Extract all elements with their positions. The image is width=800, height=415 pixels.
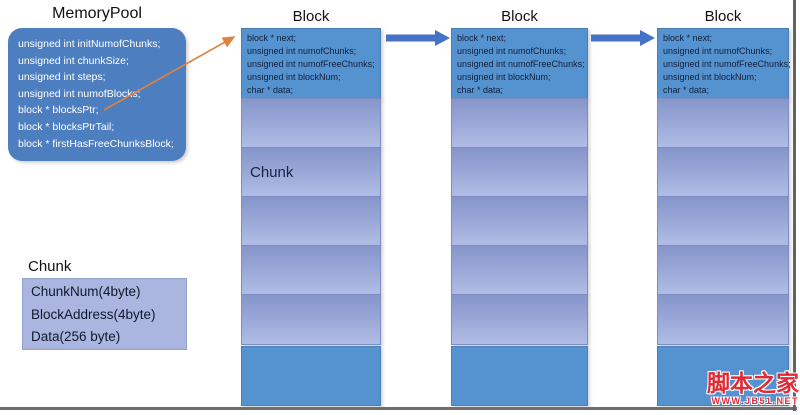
pool-field-chunksize: unsigned int chunkSize;	[18, 54, 129, 67]
pool-field-initnumofchunks: unsigned int initNumofChunks;	[18, 38, 161, 50]
block-title: Block	[704, 8, 742, 25]
block-title: Block	[501, 8, 538, 25]
chunk-cell	[241, 294, 381, 345]
pool-field-blocksptrtail: block * blocksPtrTail;	[18, 120, 115, 133]
chunk-field-chunknum: ChunkNum(4byte)	[31, 284, 141, 299]
pool-field-steps: unsigned int steps;	[18, 71, 106, 84]
chunk-cell	[657, 147, 789, 197]
chunk-field-blockaddress: BlockAddress(4byte)	[31, 306, 156, 322]
chunk-cell	[451, 98, 588, 148]
bottom-divider-line	[0, 407, 797, 410]
chunk-legend-title: Chunk	[28, 258, 72, 275]
watermark-brand: 脚本之家	[707, 370, 799, 396]
chunk-cell	[451, 245, 588, 295]
pool-field-firsthasfreechunksblock: block * firstHasFreeChunksBlock;	[18, 137, 174, 150]
pool-field-blocksptr: block * blocksPtr;	[18, 104, 99, 117]
chunk-cell	[241, 196, 381, 246]
block-column-2: Block block * next; unsigned int numofCh…	[451, 8, 588, 406]
block-footer-cell	[657, 346, 789, 406]
chunk-cell	[241, 245, 381, 295]
block-field-next: block * next;	[247, 33, 297, 43]
block-field-data: char * data;	[457, 85, 504, 95]
next-pointer-arrow-2	[591, 30, 655, 46]
block-field-numofchunks: unsigned int numofChunks;	[247, 46, 357, 56]
block-field-data: char * data;	[247, 85, 294, 95]
chunk-cell	[241, 98, 381, 148]
pool-field-numofblocks: unsigned int numofBlocks;	[18, 87, 141, 100]
watermark: 脚本之家 WWW.JB51.NET	[707, 370, 799, 407]
chunk-cell-label: Chunk	[250, 163, 294, 181]
block-field-numofchunks: unsigned int numofChunks;	[457, 46, 567, 56]
block-footer-cell	[451, 346, 588, 406]
block-field-blocknum: unsigned int blockNum;	[457, 72, 551, 82]
block-struct-header: block * next; unsigned int numofChunks; …	[241, 28, 381, 99]
block-struct-header: block * next; unsigned int numofChunks; …	[451, 28, 588, 99]
block-field-numoffreechunks: unsigned int numofFreeChunks;	[247, 59, 375, 69]
memorypool-title: MemoryPool	[52, 5, 142, 22]
block-field-numofchunks: unsigned int numofChunks;	[663, 46, 773, 56]
block-footer-cell	[241, 346, 381, 406]
next-pointer-arrow-1	[386, 30, 450, 46]
block-struct-header: block * next; unsigned int numofChunks; …	[657, 28, 791, 99]
chunk-cell	[451, 294, 588, 345]
chunk-legend-box: ChunkNum(4byte) BlockAddress(4byte) Data…	[22, 278, 187, 350]
chunk-field-data: Data(256 byte)	[31, 329, 121, 344]
block-column-1: Block block * next; unsigned int numofCh…	[241, 8, 381, 406]
block-field-numoffreechunks: unsigned int numofFreeChunks;	[663, 59, 791, 69]
block-field-next: block * next;	[663, 33, 713, 43]
memorypool-struct-box: unsigned int initNumofChunks; unsigned i…	[8, 28, 186, 161]
block-field-next: block * next;	[457, 33, 507, 43]
block-field-numoffreechunks: unsigned int numofFreeChunks;	[457, 59, 585, 69]
chunk-cell	[657, 245, 789, 295]
block-title: Block	[292, 8, 330, 25]
block-field-data: char * data;	[663, 85, 710, 95]
chunk-cell	[451, 196, 588, 246]
watermark-site: WWW.JB51.NET	[711, 396, 799, 406]
chunk-cell	[657, 196, 789, 246]
chunk-cell	[451, 147, 588, 197]
chunk-cell	[657, 294, 789, 345]
right-divider-line	[793, 0, 796, 411]
block-field-blocknum: unsigned int blockNum;	[663, 72, 757, 82]
block-field-blocknum: unsigned int blockNum;	[247, 72, 341, 82]
chunk-cell: Chunk	[241, 147, 381, 197]
chunk-cell	[657, 98, 789, 148]
block-column-3: Block block * next; unsigned int numofCh…	[657, 8, 791, 406]
